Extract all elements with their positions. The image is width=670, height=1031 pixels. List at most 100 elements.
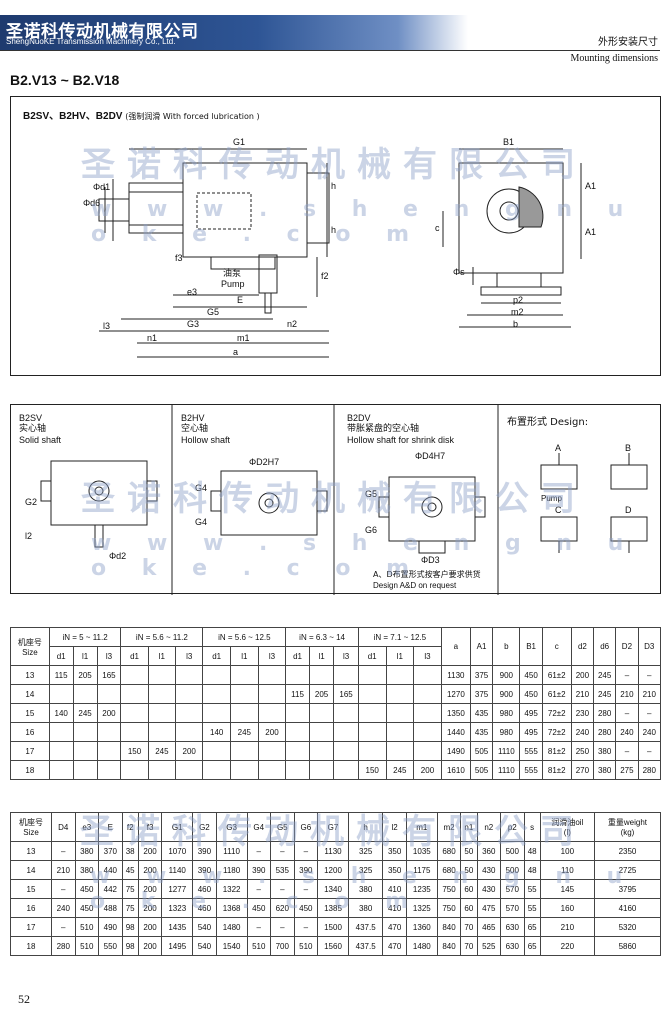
table-cell: 630 [500,917,525,937]
table-cell [120,665,149,685]
table-cell: 200 [96,703,122,723]
table-cell [413,684,442,704]
table-cell: 140 [48,703,74,723]
table-cell: 840 [436,917,462,937]
table-cell [285,665,310,685]
company-name-en: ShengNuoKE Transmission Machinery Co., L… [6,37,176,46]
table-cell: 375 [469,684,494,704]
table-cell [333,665,359,685]
table-cell: 65 [523,917,541,937]
table-cell [202,684,232,704]
column-header: B1 [519,627,543,666]
b2sv-code: B2SV [19,413,43,423]
b2sv-dim-l2: l2 [25,531,33,541]
weight-cell: 2725 [593,860,662,880]
table-cell [385,684,415,704]
table-cell: 495 [519,703,543,723]
table-cell: 570 [500,898,525,918]
table-cell: 500 [500,841,525,861]
table-cell: 450 [293,898,319,918]
column-header: m1 [405,812,438,842]
table-cell: 390 [246,860,272,880]
table-cell [385,665,415,685]
b2dv-dim-D3: ΦD3 [421,555,440,565]
b2sv-en: Solid shaft [19,435,62,445]
table-cell: 205 [72,665,98,685]
table-cell: 1360 [405,917,438,937]
table-cell: – [270,917,295,937]
table-cell: 410 [382,879,407,899]
table-cell: 200 [137,841,163,861]
table-cell [385,703,415,723]
table-cell: – [637,741,662,761]
table-cell: 442 [98,879,123,899]
table-cell: 1540 [215,936,248,956]
company-name-cn: 圣诺科传动机械有限公司 [6,22,199,42]
dim-B1: B1 [503,137,515,147]
table-cell: 200 [137,860,163,880]
dim-n2: n2 [287,319,298,329]
design-c [540,516,578,542]
sub-header: l1 [72,646,98,666]
section-title-en: Mounting dimensions [570,53,658,64]
table-cell: 1070 [161,841,194,861]
dim-h-upper: h [331,181,337,191]
table-cell: 240 [50,898,76,918]
weight-header-unit: (kg) [620,828,635,837]
table-cell: 210 [637,684,662,704]
table-cell [147,722,177,742]
table-cell: 1560 [317,936,349,956]
column-header: A1 [469,627,494,666]
table-cell: 450 [246,898,272,918]
table-cell: – [270,841,295,861]
table-cell [120,684,149,704]
table-cell: – [293,879,319,899]
table-cell: 72±2 [541,722,572,742]
table-cell [357,665,387,685]
dim-e3: e3 [187,287,198,297]
table-cell: 325 [347,860,384,880]
table-cell [72,722,98,742]
table-cell [308,722,335,742]
table-cell: 437.5 [347,936,384,956]
design-letter-b: B [625,443,632,453]
table-cell [230,665,259,685]
table-cell: 245 [593,665,617,685]
table-cell: 1110 [215,841,248,861]
side-view-drawing [98,148,582,358]
table-cell: 380 [593,741,617,761]
table-cell: 350 [382,841,407,861]
table-cell: 460 [192,879,217,899]
table-cell: 360 [476,841,502,861]
sub-header: d1 [357,646,387,666]
table-cell: 490 [98,917,123,937]
b2dv-dim-D4: ΦD4H7 [415,451,446,461]
page-header: 圣诺科传动机械有限公司 ShengNuoKE Transmission Mach… [0,0,670,66]
table-cell: 510 [246,936,272,956]
table-cell: 1435 [161,917,194,937]
table-cell [175,722,204,742]
table-cell: 380 [347,879,384,899]
table-cell: 245 [593,684,617,704]
size-header-cn: 机座号 [18,818,43,827]
table-cell: 1140 [161,860,194,880]
header-divider [0,50,660,51]
table-cell: 510 [293,936,319,956]
oil-cell: 145 [539,879,595,899]
table-cell [96,741,122,761]
table-cell: 540 [192,936,217,956]
ratio-group-header: iN = 6.3 ~ 14 [285,627,359,647]
table-cell [230,760,259,780]
table-cell: 435 [469,722,494,742]
table-cell: 55 [523,898,541,918]
table-cell: 1322 [215,879,248,899]
column-header: d2 [570,627,595,666]
table-cell: 70 [460,936,478,956]
table-cell: 470 [382,936,407,956]
table-cell: 50 [460,860,478,880]
column-header: l2 [382,812,407,842]
